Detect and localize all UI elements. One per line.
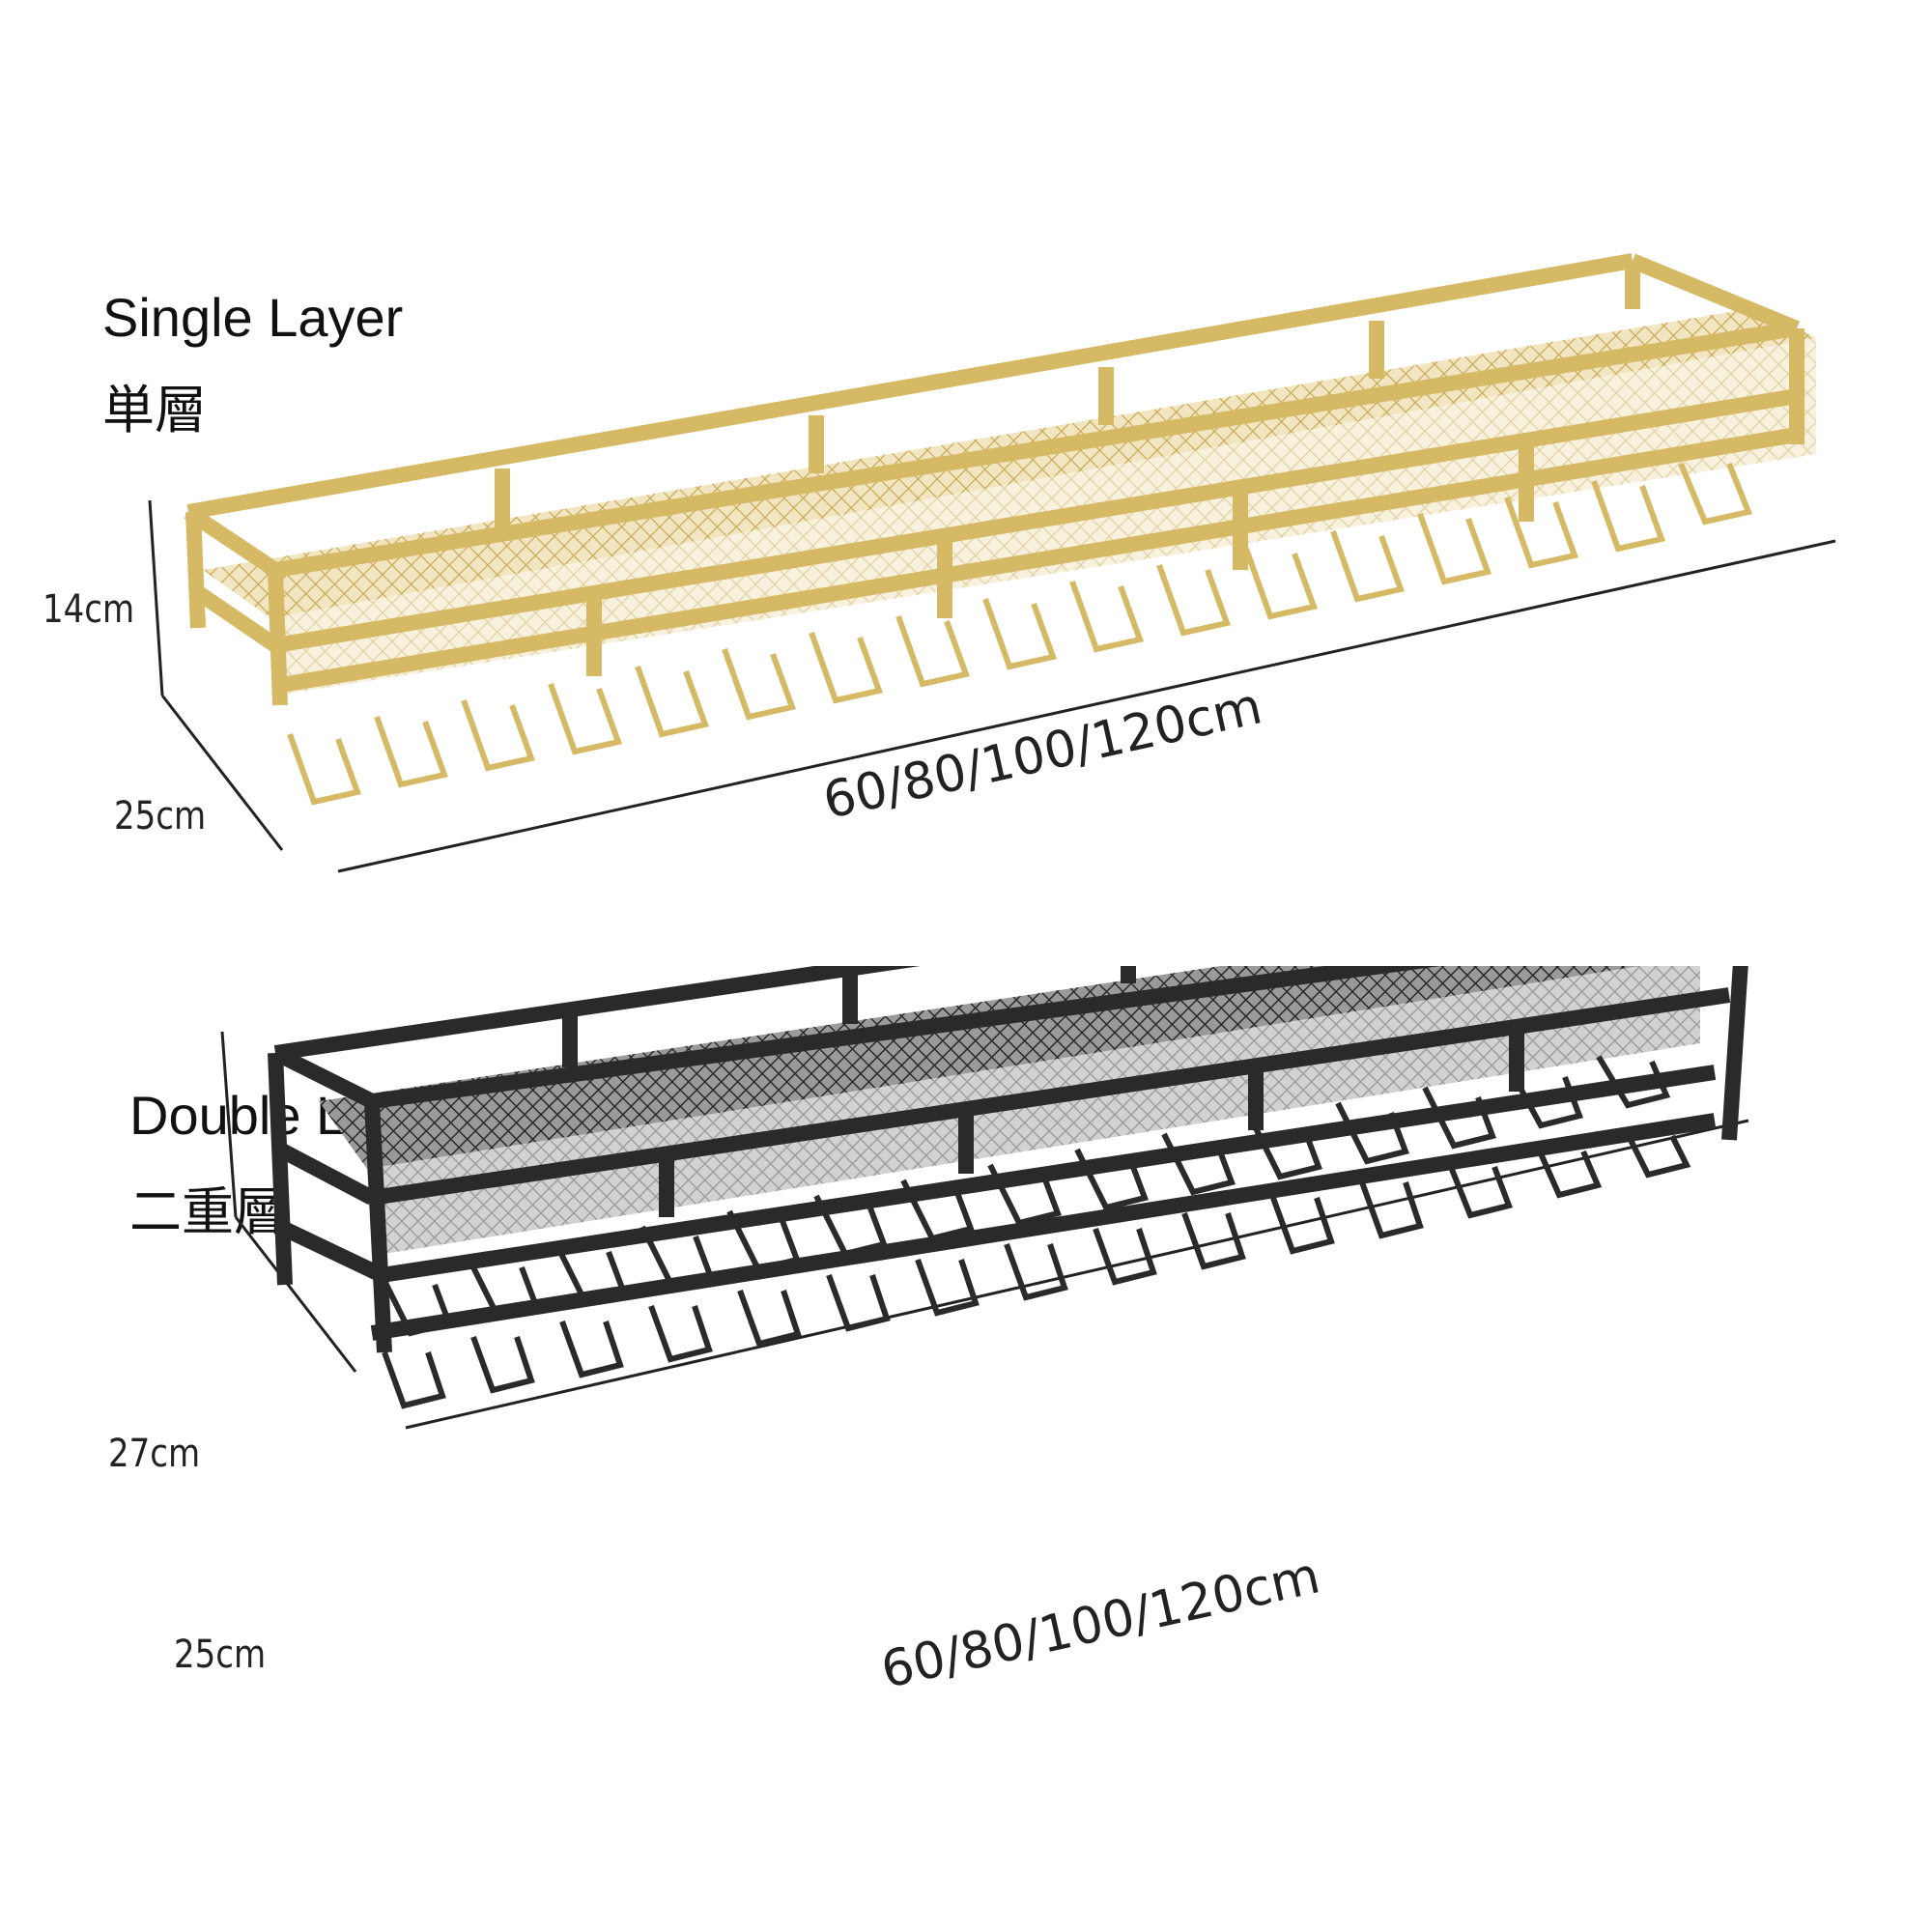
single-layer-title-zh: 単層 bbox=[102, 380, 207, 440]
single-frame bbox=[184, 253, 1804, 706]
double-layer-rack-illustration bbox=[220, 966, 1749, 1430]
double-mesh-shelf bbox=[319, 966, 1640, 1169]
double-layer-section: Double Layer 二重層 bbox=[0, 966, 1932, 1932]
single-layer-section: Single Layer 単層 bbox=[43, 253, 1836, 873]
single-dimension-lines bbox=[148, 499, 1836, 873]
single-layer-rack-illustration bbox=[148, 253, 1836, 873]
double-depth-label: 25cm bbox=[174, 1633, 267, 1677]
double-dimension-lines bbox=[220, 1031, 1749, 1430]
double-height-label: 27cm bbox=[108, 1432, 201, 1476]
single-depth-label: 25cm bbox=[114, 794, 207, 838]
double-glass-hooks bbox=[379, 1055, 1691, 1409]
single-height-label: 14cm bbox=[43, 587, 135, 632]
single-glass-hooks bbox=[287, 462, 1753, 806]
double-layer-title-zh: 二重層 bbox=[129, 1181, 286, 1242]
single-layer-title: Single Layer bbox=[102, 287, 404, 348]
